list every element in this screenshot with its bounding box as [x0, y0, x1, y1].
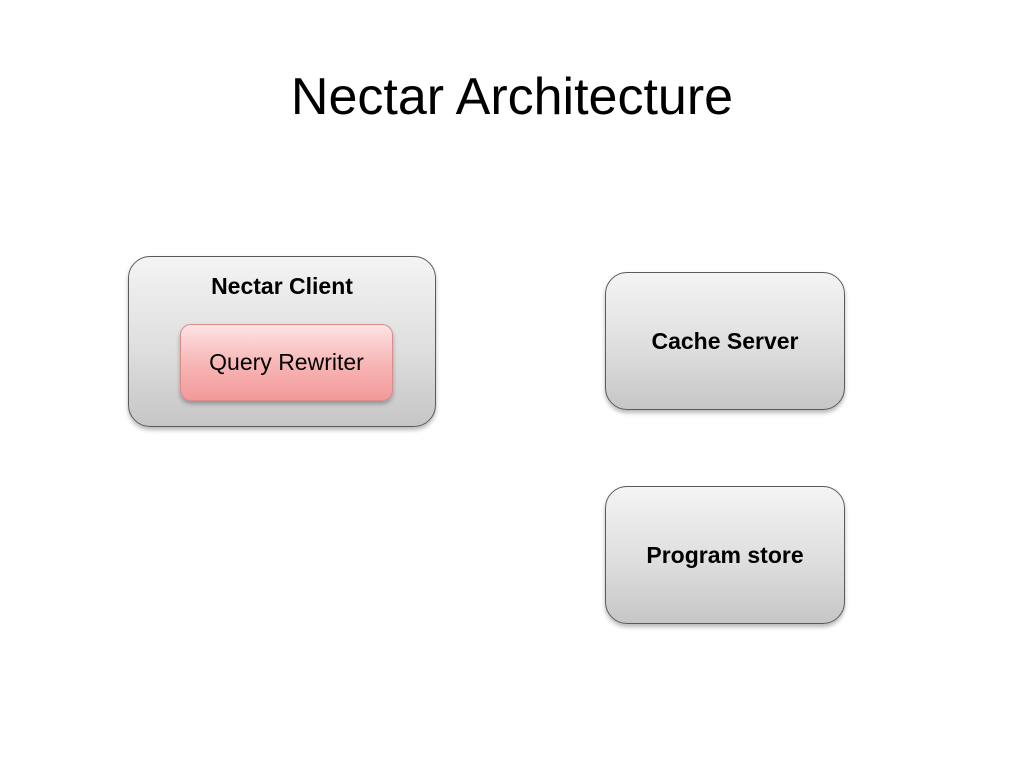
program-store-box: Program store — [605, 486, 845, 624]
cache-server-label: Cache Server — [651, 327, 799, 354]
nectar-client-box: Nectar Client Query Rewriter — [128, 256, 436, 427]
program-store-label: Program store — [646, 541, 804, 568]
query-rewriter-box: Query Rewriter — [180, 324, 393, 401]
nectar-client-label: Nectar Client — [211, 273, 353, 299]
slide-title: Nectar Architecture — [290, 68, 734, 126]
cache-server-box: Cache Server — [605, 272, 845, 410]
query-rewriter-label: Query Rewriter — [209, 349, 364, 375]
